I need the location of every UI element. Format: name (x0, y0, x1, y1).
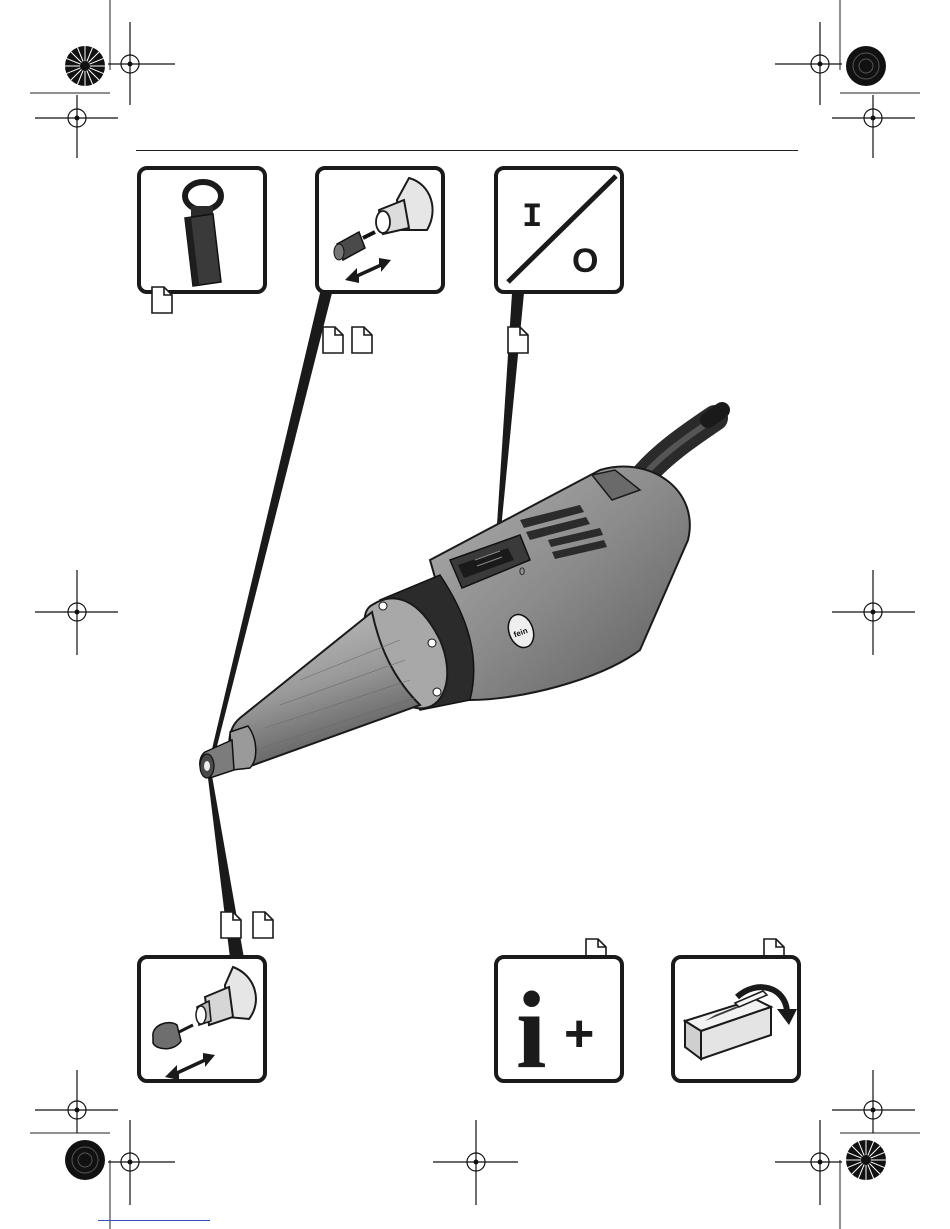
collet-nut (200, 726, 256, 778)
info-plus-icon: i + (498, 959, 620, 1079)
panel-on-off-switch: I O (494, 166, 624, 294)
panel-mounted-point (137, 955, 267, 1083)
switch-off-mark: 0 (519, 566, 525, 578)
power-cable (640, 410, 722, 480)
page-reference-icon (150, 285, 172, 313)
panel-wrench (137, 166, 267, 294)
mounted-point-arrow-icon (141, 959, 263, 1079)
on-symbol: I (522, 199, 542, 237)
collet-insert-arrow-icon (319, 170, 441, 290)
panel-additional-info: i + (494, 955, 624, 1083)
info-symbol: i (516, 969, 547, 1079)
off-symbol: O (572, 242, 598, 280)
info-plus-symbol: + (564, 1005, 594, 1063)
panel-packaging (671, 955, 801, 1083)
on-off-symbol-icon: I O (498, 170, 620, 290)
page-reference-icon (251, 910, 273, 938)
page-reference-icon (350, 325, 372, 353)
open-end-wrench-icon (141, 170, 263, 290)
page-reference-icon (219, 910, 241, 938)
open-box-arrow-icon (675, 959, 797, 1079)
panel-collet-change (315, 166, 445, 294)
page-reference-icon (321, 325, 343, 353)
page-reference-icon (506, 325, 528, 353)
footer-link-underline (98, 1220, 210, 1221)
